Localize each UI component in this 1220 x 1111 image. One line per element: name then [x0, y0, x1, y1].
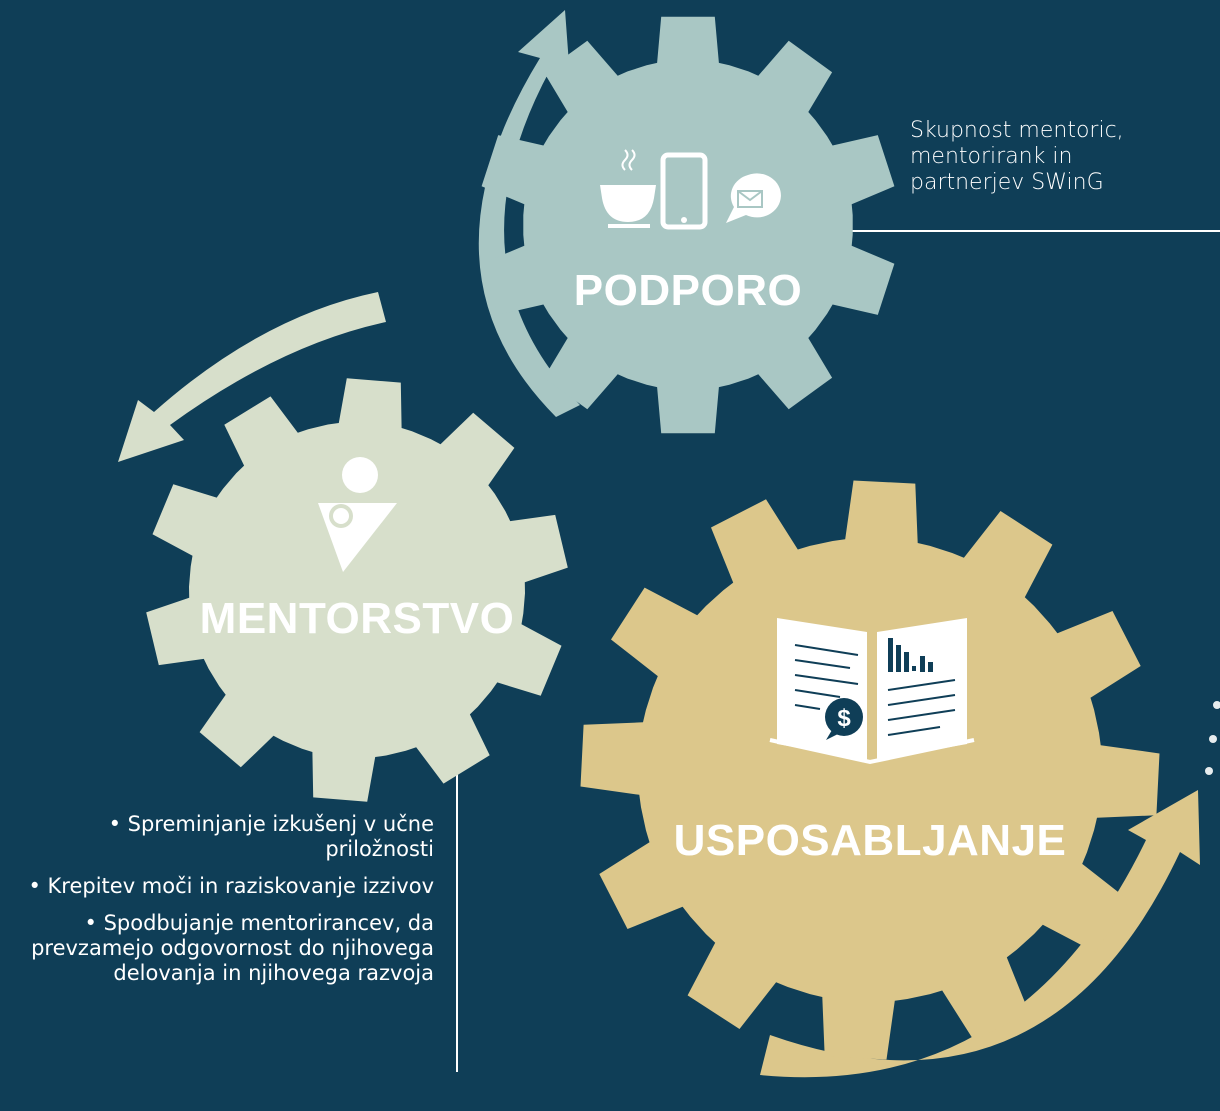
mail-bubble-icon	[726, 173, 781, 223]
mentoring-gear	[146, 378, 568, 802]
training-gear	[580, 480, 1160, 1060]
support-text-line: Skupnost mentoric,	[910, 118, 1124, 143]
support-arrow	[478, 10, 580, 417]
smartphone-icon	[660, 152, 708, 230]
dots-decoration	[1205, 701, 1220, 775]
support-description: Skupnost mentoric, mentorirank in partne…	[910, 118, 1210, 196]
training-gear-title: USPOSABLJANJE	[674, 816, 1067, 865]
support-text-line: partnerjev SWinG	[910, 170, 1104, 195]
mentor-mentee-icon	[318, 457, 397, 572]
bullet-item: • Krepitev moči in raziskovanje izzivov	[28, 874, 434, 898]
training-arrow	[760, 790, 1200, 1078]
bullet-item: • Spreminjanje izkušenj v učne priložnos…	[108, 812, 434, 861]
dollar-sign: $	[837, 705, 851, 732]
mentoring-gear-title: MENTORSTVO	[200, 594, 515, 643]
gear-training-shape	[580, 480, 1160, 1060]
mentoring-bullet-list: • Spreminjanje izkušenj v učne priložnos…	[4, 812, 434, 998]
coffee-cup-icon	[600, 149, 656, 228]
support-text-line: mentorirank in	[910, 144, 1073, 169]
mentoring-arrow	[118, 292, 386, 462]
gear-mentoring-shape	[146, 378, 568, 802]
support-gear-title: PODPORO	[574, 266, 802, 315]
bullet-item: • Spodbujanje mentorirancev, da prevzame…	[31, 911, 434, 985]
open-book-chart-icon: $	[769, 618, 975, 765]
